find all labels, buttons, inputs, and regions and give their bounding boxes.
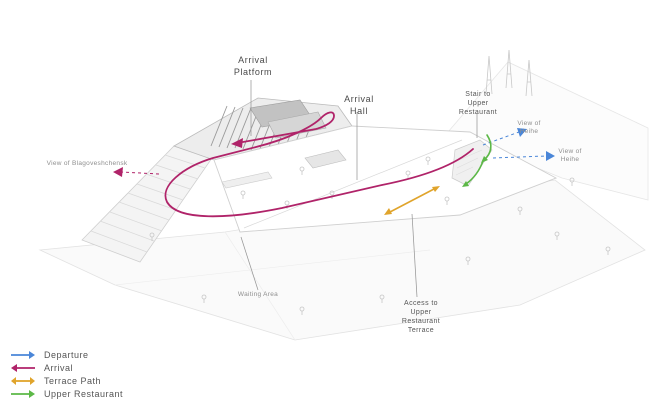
label-arrival-platform: Arrival Platform [233, 55, 273, 77]
label-arrival-hall: Arrival Hall [344, 94, 374, 116]
legend: Departure Arrival Terrace Path Upper Res… [10, 348, 123, 400]
view-blagoveshchensk-arrowhead-icon [113, 167, 123, 177]
arrival-arrowhead-icon [231, 138, 243, 148]
leader-lines [240, 80, 478, 298]
hill-plane [447, 49, 649, 201]
legend-row-arrival: Arrival [10, 361, 123, 374]
upper-restaurant-path [462, 134, 492, 187]
label-view-of-heihe-right: View of Heihe [558, 148, 582, 164]
label-access-to-upper-restaurant-terrace: Access to Upper Restaurant Terrace [401, 300, 441, 335]
upper-restaurant-arrowhead-2-icon [462, 181, 469, 187]
label-waiting-area: Waiting Area [237, 291, 279, 298]
legend-label-departure: Departure [44, 349, 89, 360]
label-view-of-blagoveshchensk: View of Blagoveshchensk [46, 160, 128, 167]
legend-label-terrace-path: Terrace Path [44, 375, 102, 386]
terrace-arrowhead-right-icon [432, 186, 440, 192]
terrace-path-arrow-icon [11, 376, 35, 385]
upper-restaurant-arrow-icon [11, 389, 35, 398]
label-view-of-heihe-top: View of Heihe [517, 120, 541, 136]
legend-row-terrace-path: Terrace Path [10, 374, 123, 387]
terrace-path [384, 186, 440, 215]
legend-label-arrival: Arrival [44, 362, 74, 373]
legend-row-upper-restaurant: Upper Restaurant [10, 387, 123, 400]
label-stair-to-upper-restaurant: Stair to Upper Restaurant [458, 91, 498, 117]
view-blagoveshchensk-arrow [120, 171, 160, 175]
view-heihe-top-arrowhead-icon [517, 128, 527, 137]
legend-row-departure: Departure [10, 348, 123, 361]
departure-view-arrows [482, 128, 555, 161]
arrival-path [113, 111, 474, 218]
trees [149, 156, 611, 315]
arrival-arrow-icon [11, 363, 35, 372]
mast-structures [485, 49, 533, 97]
view-heihe-right-arrowhead-icon [546, 151, 555, 161]
terrace-arrowhead-left-icon [384, 208, 392, 215]
legend-label-upper-restaurant: Upper Restaurant [44, 388, 124, 399]
platform-canopy [173, 97, 353, 161]
departure-arrow-icon [11, 350, 35, 359]
